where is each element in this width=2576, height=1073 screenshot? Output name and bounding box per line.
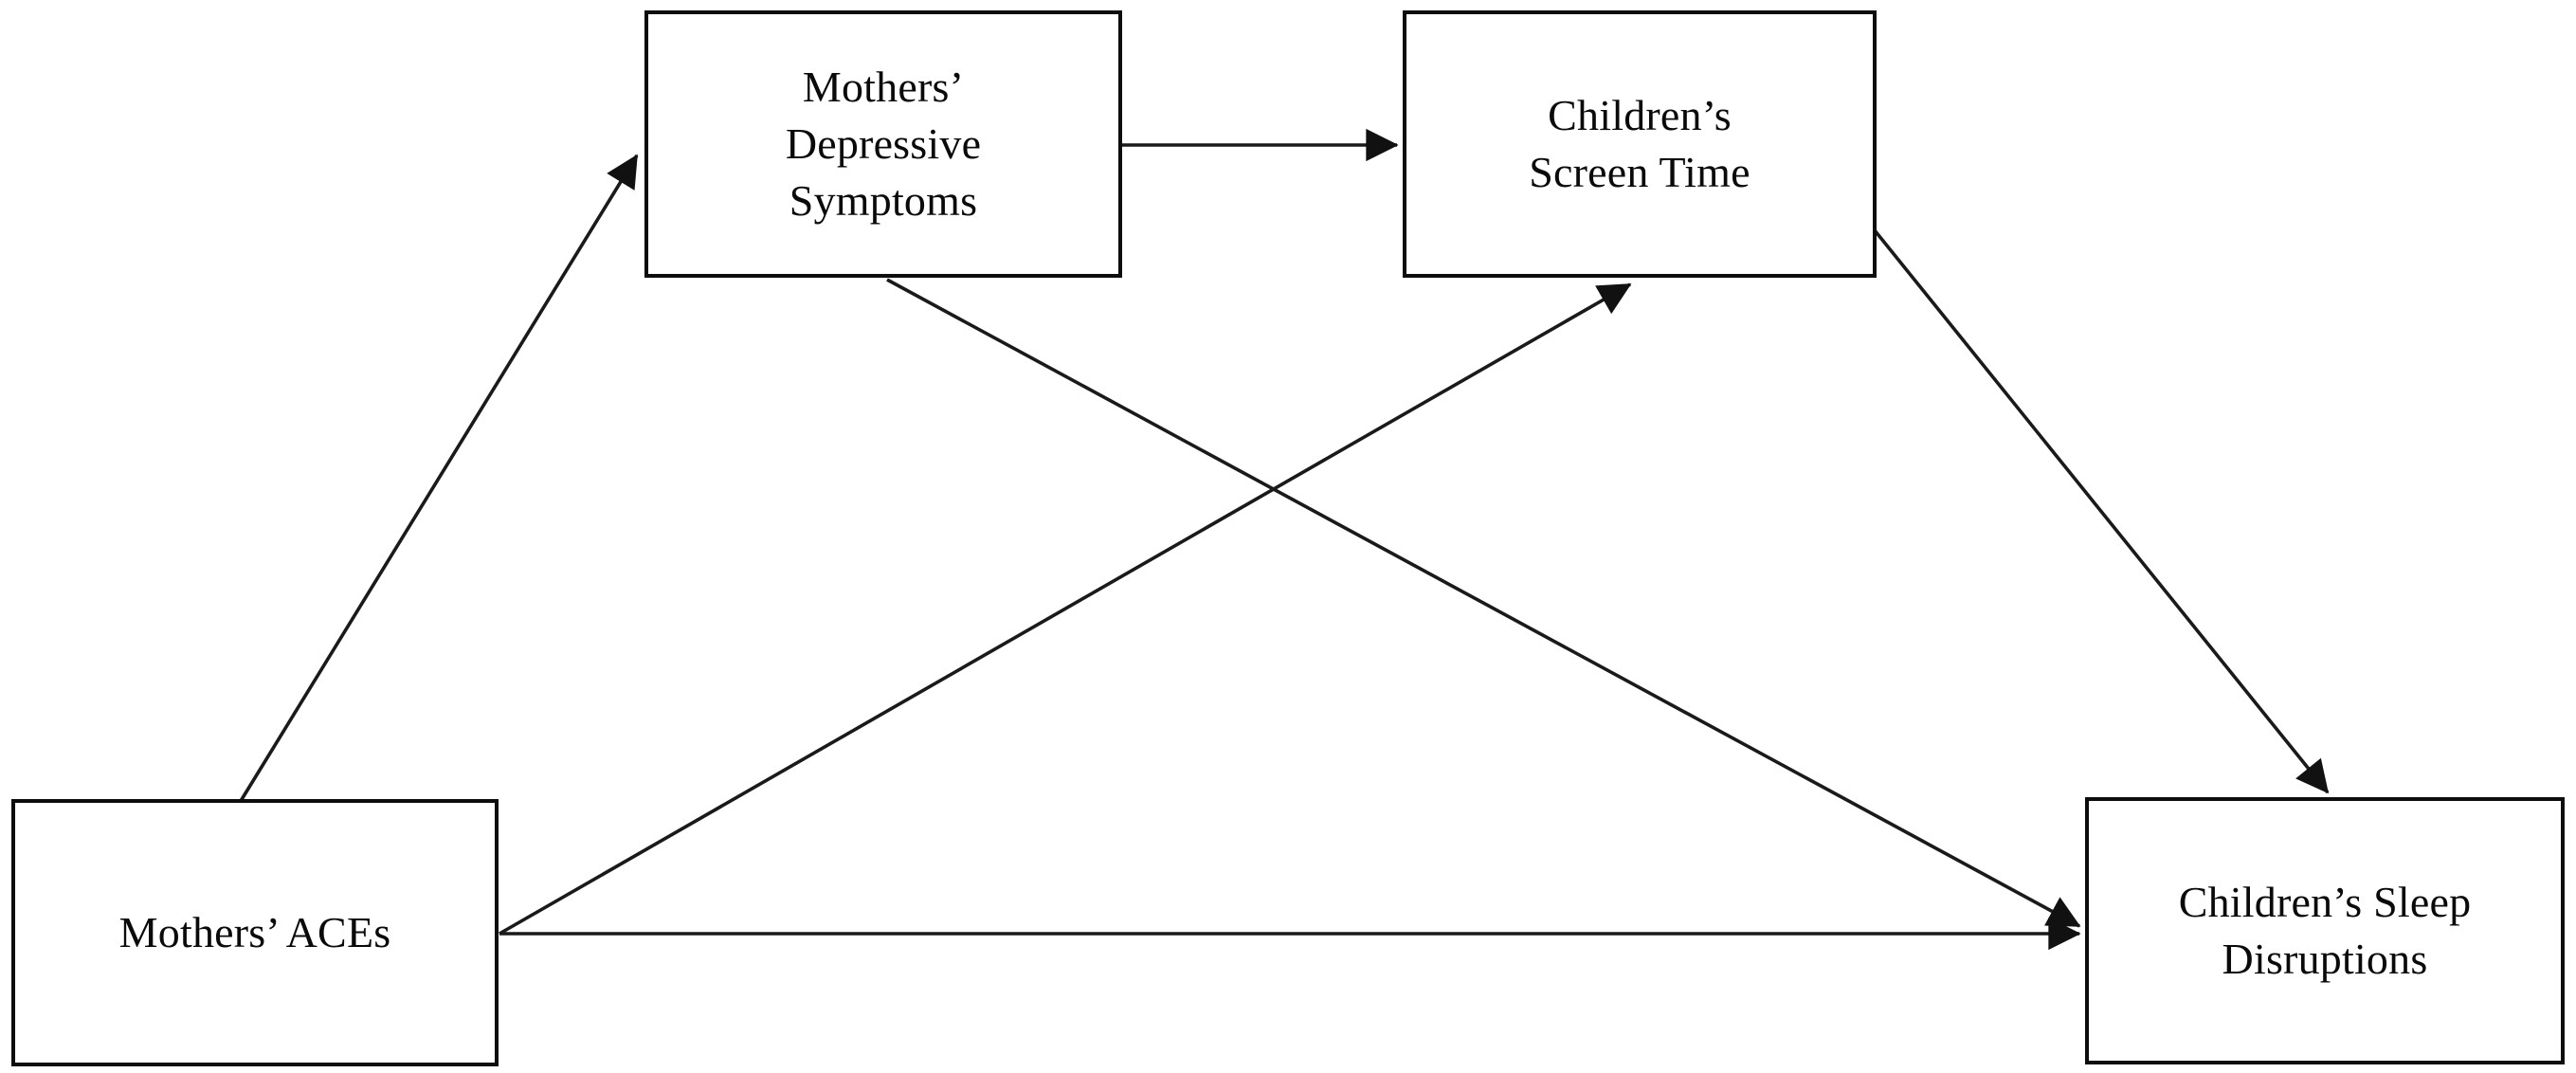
node-mothers-depressive-symptoms[interactable]: Mothers’ Depressive Symptoms bbox=[644, 10, 1122, 278]
node-label-mothers-aces: Mothers’ ACEs bbox=[118, 908, 391, 957]
edge-depressive-to-sleep bbox=[886, 278, 2081, 928]
edge-screen-to-sleep bbox=[1802, 140, 2330, 794]
node-label-mothers-depressive-symptoms: Mothers’ Depressive Symptoms bbox=[785, 63, 982, 225]
node-childrens-sleep-disruptions[interactable]: Children’s Sleep Disruptions bbox=[2085, 797, 2565, 1064]
node-childrens-screen-time[interactable]: Children’s Screen Time bbox=[1403, 10, 1877, 278]
node-mothers-aces[interactable]: Mothers’ ACEs bbox=[11, 799, 499, 1066]
edge-aces-to-depressive bbox=[239, 154, 639, 802]
node-label-childrens-screen-time: Children’s Screen Time bbox=[1529, 91, 1751, 196]
node-label-childrens-sleep-disruptions: Children’s Sleep Disruptions bbox=[2178, 878, 2472, 983]
edge-aces-to-screen bbox=[499, 282, 1632, 936]
